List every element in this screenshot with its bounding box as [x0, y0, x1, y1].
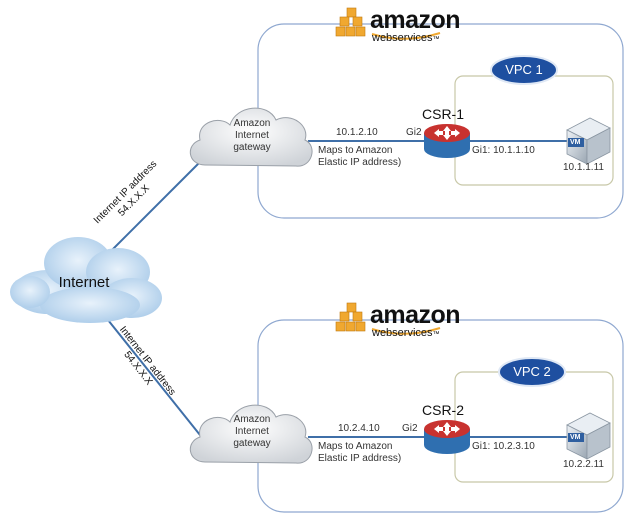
vpc-2-badge: [498, 357, 566, 387]
aws-logo-tm-1: ™: [432, 36, 440, 43]
internet-label: Internet: [58, 274, 110, 291]
aws-logo-cubes-1: [335, 7, 366, 37]
router-1-label: CSR-1: [422, 106, 465, 122]
vpc-1-badge: [490, 55, 558, 85]
router-2-inside-if: Gi1: 10.2.3.10: [472, 441, 535, 452]
aws-logo-sub-text-1: webservices: [372, 32, 433, 44]
aws-logo-sub-2: webservices™: [372, 327, 440, 339]
elastic-note-2-line1: Maps to Amazon: [318, 441, 393, 452]
aws-logo-sub-text-2: webservices: [372, 327, 433, 339]
gateway-1-label-line3: gateway: [233, 142, 271, 153]
aws-logo-tm-2: ™: [432, 331, 440, 338]
gateway-2-label-line2: Internet: [235, 426, 269, 437]
elastic-note-1-line2: Elastic IP address): [318, 157, 402, 168]
router-2-outside-if: Gi2: [402, 423, 418, 434]
internet-gateway-2-icon: [190, 404, 313, 464]
router-2-label: CSR-2: [422, 402, 465, 418]
link-internet-gateway-1: [109, 156, 206, 253]
gateway-2-label: Amazon Internet gateway: [217, 414, 287, 450]
vm-2-icon: [566, 412, 611, 460]
aws-logo-cubes-2: [335, 302, 366, 332]
router-2-icon: [424, 420, 470, 454]
elastic-note-2-line2: Elastic IP address): [318, 453, 402, 464]
aws-smile-1: [371, 32, 441, 40]
gateway-2-ip: 10.2.4.10: [338, 423, 380, 434]
internet-gateway-1-icon: [190, 107, 313, 167]
gateway-2-label-line3: gateway: [233, 438, 271, 449]
aws-logo-sub-1: webservices™: [372, 32, 440, 44]
aws-logo-word-2: amazon: [370, 301, 461, 329]
elastic-note-1-line1: Maps to Amazon: [318, 145, 393, 156]
gateway-1-ip: 10.1.2.10: [336, 127, 378, 138]
router-1-outside-if: Gi2: [406, 127, 422, 138]
vm-1-icon: [566, 117, 611, 165]
vm-2-badge: VM: [570, 434, 581, 441]
gateway-1-label-line2: Internet: [235, 130, 269, 141]
vpc-2-label: VPC 2: [513, 364, 551, 379]
vm-1-badge: VM: [570, 139, 581, 146]
aws-logo-word-1: amazon: [370, 6, 461, 34]
link-internet-gateway-2: [107, 319, 201, 436]
elastic-note-2: Maps to Amazon Elastic IP address): [318, 441, 401, 465]
vpc-1-label: VPC 1: [505, 62, 543, 77]
gateway-2-label-line1: Amazon: [233, 414, 271, 425]
gateway-1-label-line1: Amazon: [233, 118, 271, 129]
router-1-icon: [424, 124, 470, 158]
internet-cloud-icon: [10, 237, 162, 323]
vm-1-ip: 10.1.1.11: [563, 162, 604, 173]
aws-smile-2: [371, 327, 441, 335]
gateway-1-label: Amazon Internet gateway: [217, 118, 287, 154]
vm-2-ip: 10.2.2.11: [563, 459, 604, 470]
elastic-note-1: Maps to Amazon Elastic IP address): [318, 145, 401, 169]
router-1-inside-if: Gi1: 10.1.1.10: [472, 145, 535, 156]
